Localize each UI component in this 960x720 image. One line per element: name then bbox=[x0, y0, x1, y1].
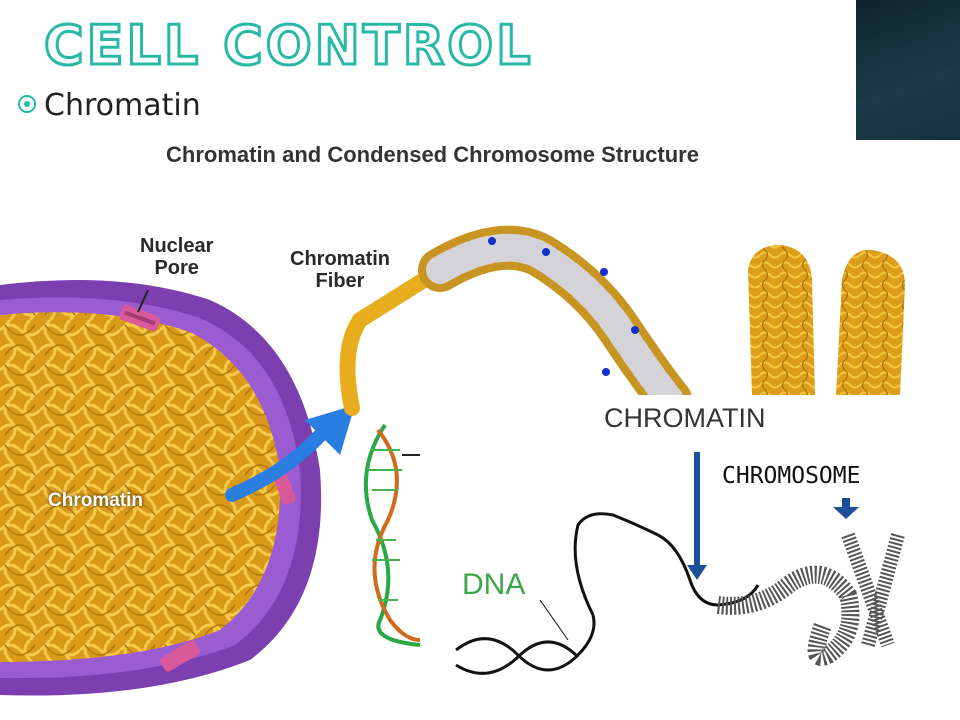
chromatin-down-arrow bbox=[694, 452, 700, 567]
nuclear-pore-top bbox=[119, 304, 161, 332]
blue-arrow-head bbox=[305, 405, 355, 455]
chromatin-down-arrow-head bbox=[687, 565, 707, 580]
inset-dna-label: DNA bbox=[462, 568, 526, 601]
inset-panel: CHROMATIN CHROMOSOME DNA bbox=[428, 395, 960, 695]
inset-dna-strand bbox=[455, 512, 760, 675]
nuclear-pore-label-line1: Nuclear bbox=[140, 235, 214, 257]
nuclear-pore-right bbox=[274, 473, 296, 505]
chromatin-fiber bbox=[339, 225, 692, 422]
bullet-text: Chromatin bbox=[44, 88, 201, 123]
corner-decoration bbox=[856, 0, 960, 140]
nuclear-pore-label-line2: Pore bbox=[154, 257, 199, 279]
dna-helix bbox=[363, 423, 421, 647]
chromosome-arrow-head bbox=[833, 507, 859, 519]
bullet-item: Chromatin bbox=[18, 88, 201, 123]
nucleus bbox=[0, 280, 322, 696]
chromosome-arrow bbox=[842, 498, 850, 508]
condensed-chromosome bbox=[748, 245, 905, 395]
figure-title: Chromatin and Condensed Chromosome Struc… bbox=[166, 142, 699, 167]
blue-arrow bbox=[225, 423, 332, 502]
bullet-icon bbox=[18, 95, 36, 113]
chromatin-fiber-label: Chromatin Fiber bbox=[290, 248, 390, 292]
slide-title: CELL CONTROL bbox=[43, 13, 534, 79]
nuclear-pore-label: Nuclear Pore bbox=[140, 235, 213, 279]
inset-chromatin-label: CHROMATIN bbox=[604, 403, 766, 433]
inset-chromosome-label: CHROMOSOME bbox=[722, 463, 861, 489]
inset-chromosome bbox=[841, 532, 905, 648]
chromatin-fiber-label-line2: Fiber bbox=[315, 270, 365, 292]
inset-illustration bbox=[455, 452, 905, 675]
chromatin-label: Chromatin bbox=[48, 490, 143, 511]
nuclear-pore-bottom bbox=[160, 640, 200, 672]
nuclear-pore-pointer bbox=[137, 289, 149, 313]
chromatin-fiber-label-line1: Chromatin bbox=[290, 248, 390, 270]
inset-condensed-fiber bbox=[716, 565, 860, 666]
